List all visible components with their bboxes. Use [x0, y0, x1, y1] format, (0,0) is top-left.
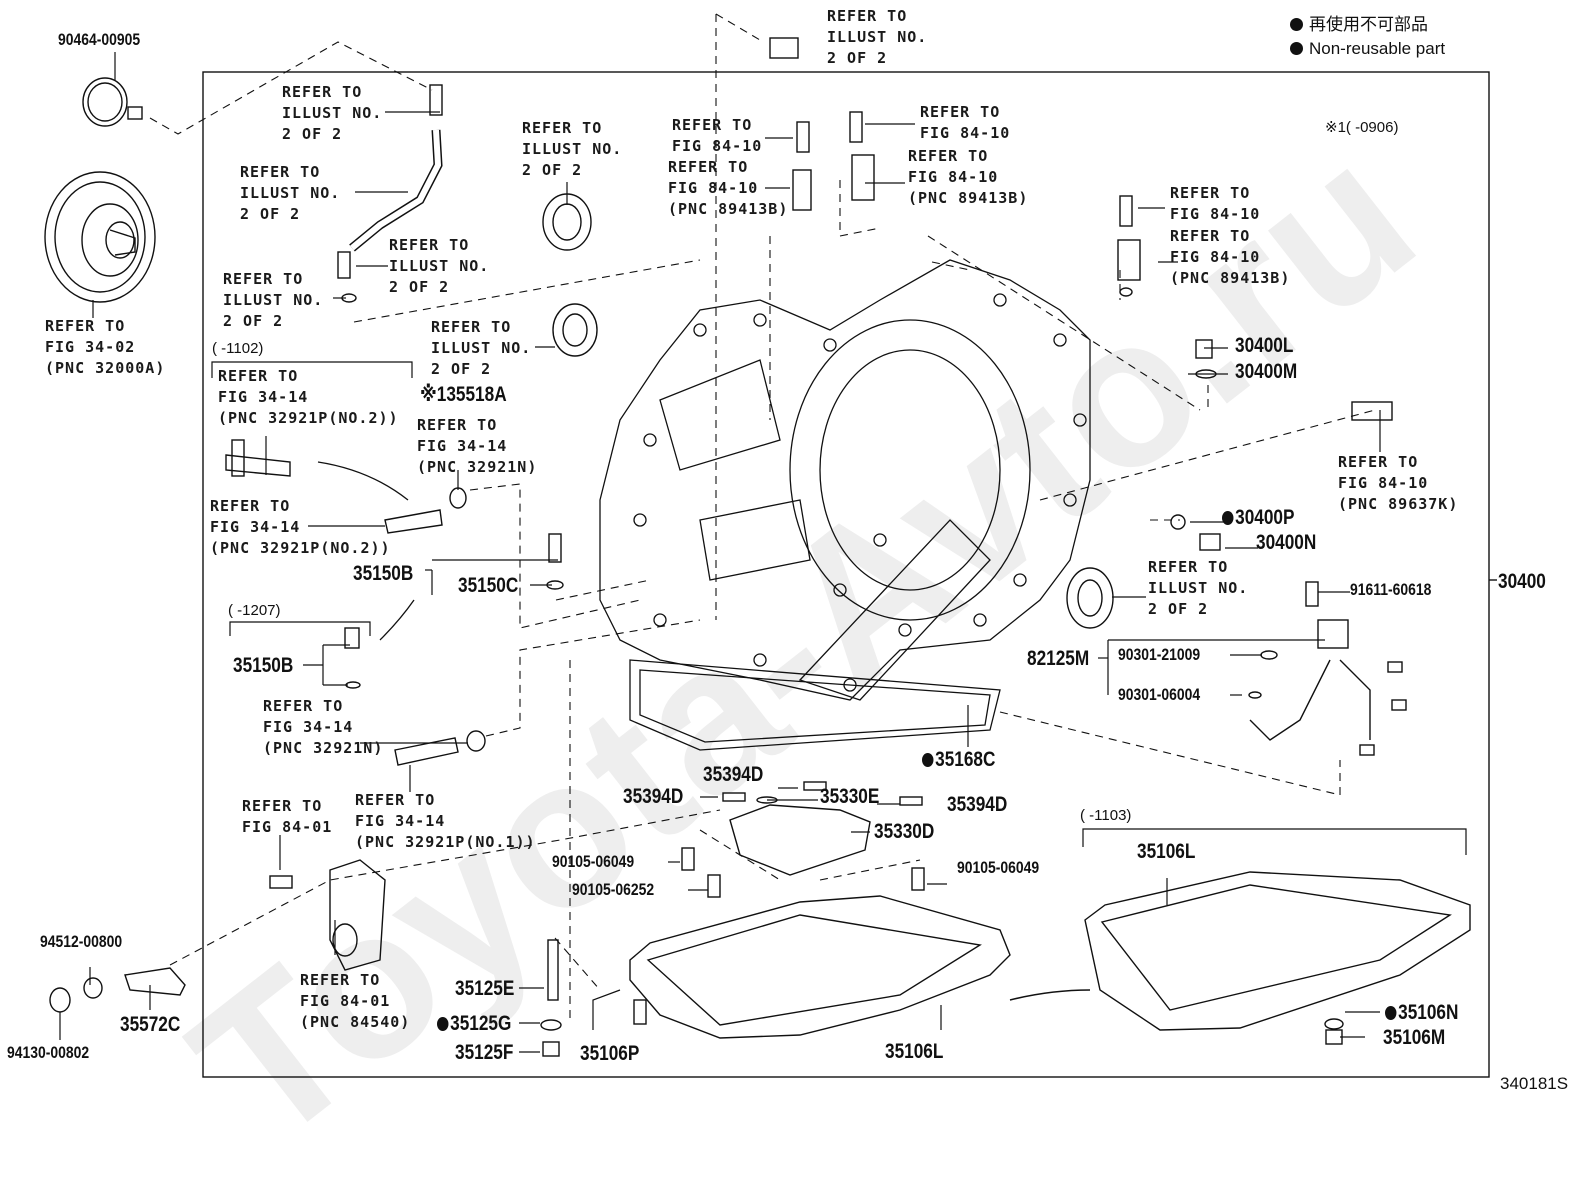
note-range-1207: ( -1207): [228, 602, 281, 619]
filled-circle-icon: [1290, 42, 1303, 55]
exploded-parts-diagram: [44, 13, 1497, 1078]
part-35394D-left[interactable]: 35394D: [623, 785, 684, 808]
note-range-1103: ( -1103): [1080, 807, 1132, 824]
part-30400N[interactable]: 30400N: [1256, 531, 1317, 554]
dashed-leader-lines: [149, 13, 1376, 1020]
callout-hose[interactable]: REFER TO ILLUST NO. 2 OF 2: [240, 163, 341, 223]
callout-pipe-union[interactable]: REFER TO ILLUST NO. 2 OF 2: [282, 83, 383, 143]
callout-oring-32921n-top[interactable]: REFER TO FIG 34-14 (PNC 32921N): [417, 416, 538, 476]
part-90105-06049-right[interactable]: 90105-06049: [957, 858, 1040, 877]
callout-bolt-84-10-c[interactable]: REFER TO FIG 84-10: [1170, 184, 1261, 223]
part-35330D[interactable]: 35330D: [874, 820, 935, 843]
filled-circle-icon: [1290, 18, 1303, 31]
part-30400L[interactable]: 30400L: [1235, 334, 1294, 357]
legend: 再使用不可部品 Non-reusable part: [1290, 13, 1445, 61]
part-35106L-lower[interactable]: 35106L: [885, 1040, 944, 1063]
callout-torque-converter[interactable]: REFER TO FIG 34-02 (PNC 32000A): [45, 317, 166, 377]
note-range-1102: ( -1102): [212, 340, 264, 357]
part-35394D-top[interactable]: 35394D: [703, 763, 764, 786]
part-35518A[interactable]: ※135518A: [420, 383, 507, 406]
oil-pan-drawing: [540, 871, 1471, 1057]
note-star1-range: ※1( -0906): [1325, 119, 1399, 136]
part-35394D-right[interactable]: 35394D: [947, 793, 1008, 816]
part-90301-06004[interactable]: 90301-06004: [1118, 685, 1201, 704]
part-35125F[interactable]: 35125F: [455, 1041, 514, 1064]
callout-sensor-b[interactable]: REFER TO FIG 84-10 (PNC 89413B): [908, 147, 1029, 207]
part-35150C[interactable]: 35150C: [458, 574, 519, 597]
part-35150B-alt[interactable]: 35150B: [233, 654, 294, 677]
non-reusable-icon: [1385, 1006, 1397, 1020]
callout-union-no2-top[interactable]: REFER TO FIG 34-14 (PNC 32921P(NO.2)): [218, 367, 399, 427]
callout-sensor-d[interactable]: REFER TO FIG 84-10 (PNC 89637K): [1338, 453, 1459, 513]
part-30400M[interactable]: 30400M: [1235, 360, 1298, 383]
part-90301-21009[interactable]: 90301-21009: [1118, 645, 1201, 664]
oil-seal-drawings: [542, 193, 1114, 629]
part-90105-06252[interactable]: 90105-06252: [572, 880, 655, 899]
torque-converter-drawing: [44, 171, 156, 303]
part-90105-06049-left[interactable]: 90105-06049: [552, 852, 635, 871]
callout-switch-84540[interactable]: REFER TO FIG 84-01 (PNC 84540): [300, 971, 411, 1031]
illustration-id: 340181S: [1500, 1074, 1569, 1093]
part-35150B[interactable]: 35150B: [353, 562, 414, 585]
callout-elbow[interactable]: REFER TO ILLUST NO. 2 OF 2: [389, 236, 490, 296]
callout-bolt-84-01[interactable]: REFER TO FIG 84-01: [242, 797, 333, 836]
callout-union-no1[interactable]: REFER TO FIG 34-14 (PNC 32921P(NO.1)): [355, 791, 536, 851]
callout-union-no2-bottom[interactable]: REFER TO FIG 34-14 (PNC 32921P(NO.2)): [210, 497, 391, 557]
callout-bolt-84-10-a[interactable]: REFER TO FIG 84-10: [672, 116, 763, 155]
non-reusable-icon: [922, 753, 934, 767]
part-94130-00802[interactable]: 94130-00802: [7, 1043, 90, 1062]
part-35106L-upper[interactable]: 35106L: [1137, 840, 1196, 863]
legend-item-jp: 再使用不可部品: [1290, 13, 1445, 37]
part-91611-60618[interactable]: 91611-60618: [1350, 580, 1432, 599]
part-35106N[interactable]: 35106N: [1385, 1001, 1458, 1025]
callout-seal-right[interactable]: REFER TO ILLUST NO. 2 OF 2: [1148, 558, 1249, 618]
part-35572C[interactable]: 35572C: [120, 1013, 181, 1036]
part-35330E[interactable]: 35330E: [820, 785, 880, 808]
wire-harness-drawing: [1248, 581, 1407, 756]
callout-sensor-a[interactable]: REFER TO FIG 84-10 (PNC 89413B): [668, 158, 789, 218]
union-bolt-drawing: [429, 84, 443, 116]
part-82125M[interactable]: 82125M: [1027, 647, 1090, 670]
part-35125E[interactable]: 35125E: [455, 977, 515, 1000]
non-reusable-icon: [1222, 511, 1234, 525]
assembly-frame: [202, 71, 1490, 1078]
part-30400P[interactable]: 30400P: [1222, 506, 1294, 530]
callout-bolt-84-10-b[interactable]: REFER TO FIG 84-10: [920, 103, 1011, 142]
arrow-drawing: [317, 461, 409, 501]
callout-seal-mid[interactable]: REFER TO ILLUST NO. 2 OF 2: [431, 318, 532, 378]
callout-sensor-c[interactable]: REFER TO FIG 84-10 (PNC 89413B): [1170, 227, 1291, 287]
legend-item-en: Non-reusable part: [1290, 37, 1445, 61]
part-35168C[interactable]: 35168C: [922, 748, 995, 772]
part-94512-00800[interactable]: 94512-00800: [40, 932, 123, 951]
part-35106P[interactable]: 35106P: [580, 1042, 640, 1065]
callout-seal-upper[interactable]: REFER TO ILLUST NO. 2 OF 2: [522, 119, 623, 179]
union-pipe-drawings: [225, 439, 564, 766]
part-35106M[interactable]: 35106M: [1383, 1026, 1446, 1049]
callout-top-bolt[interactable]: REFER TO ILLUST NO. 2 OF 2: [827, 7, 928, 67]
part-30400-assembly[interactable]: 30400: [1498, 570, 1546, 593]
callout-oring-32921n-bottom[interactable]: REFER TO FIG 34-14 (PNC 32921N): [263, 697, 384, 757]
non-reusable-icon: [437, 1017, 449, 1031]
neutral-switch-drawing: [49, 859, 386, 1013]
transmission-case-drawing: [599, 259, 1091, 751]
part-35125G[interactable]: 35125G: [437, 1012, 511, 1036]
clamp-drawing: [82, 77, 143, 127]
part-90464-00905[interactable]: 90464-00905: [58, 30, 141, 49]
sensor-bolt-drawings: [769, 37, 1393, 551]
oil-strainer-drawing: [681, 781, 925, 898]
callout-oring-left[interactable]: REFER TO ILLUST NO. 2 OF 2: [223, 270, 324, 330]
